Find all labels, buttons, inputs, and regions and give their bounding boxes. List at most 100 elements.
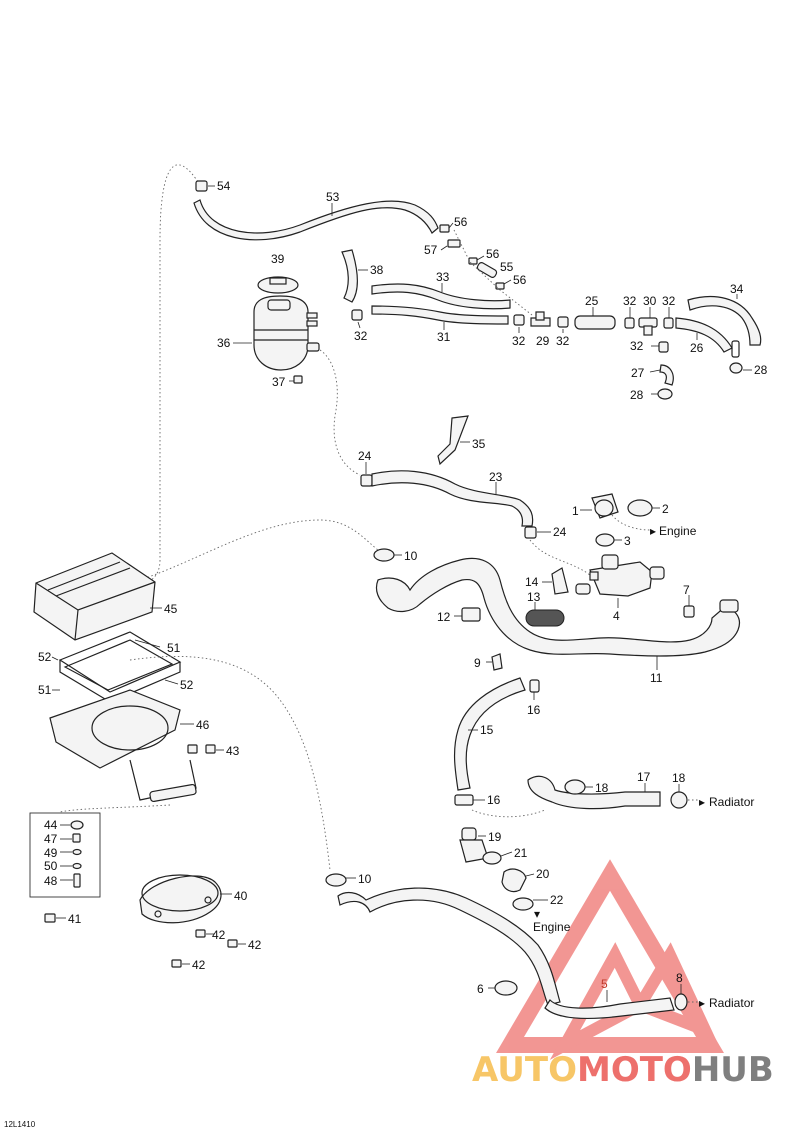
callout-26: 26 (690, 341, 704, 355)
part-41-nut (44, 913, 56, 923)
part-18-clamp-b (670, 791, 688, 809)
part-24-clamp-a (360, 474, 373, 487)
callout-55: 55 (500, 260, 514, 274)
callout-31: 31 (437, 330, 451, 344)
arrow-radiator-lower: ▸ (699, 996, 705, 1010)
callout-32b: 32 (512, 334, 526, 348)
part-16-clamp-b (454, 794, 474, 806)
part-30-tee (638, 317, 658, 336)
callout-46: 46 (196, 718, 210, 732)
part-32-clamp-e (663, 317, 674, 329)
callout-24a: 24 (358, 449, 372, 463)
part-42-nut-a (195, 929, 206, 938)
callout-48: 48 (44, 874, 58, 888)
callout-42c: 42 (192, 958, 206, 972)
callout-32d: 32 (623, 294, 637, 308)
part-20-adapter (501, 868, 527, 893)
callout-30: 30 (643, 294, 657, 308)
part-28-clamp-a (729, 362, 743, 374)
callout-45: 45 (164, 602, 178, 616)
destination-radiator-lower: Radiator (709, 996, 754, 1010)
part-53-hose (193, 199, 439, 241)
part-14-bracket (551, 567, 569, 595)
callout-42a: 42 (212, 928, 226, 942)
watermark-triangle-inner-left (549, 942, 648, 1060)
callout-4: 4 (613, 609, 620, 623)
callout-32f: 32 (630, 339, 644, 353)
part-37-screw (293, 375, 303, 384)
callout-49: 49 (44, 846, 58, 860)
connection-line-45-11 (139, 519, 379, 581)
callout-28b: 28 (630, 388, 644, 402)
part-21-clamp (482, 851, 502, 865)
part-25-hose (574, 315, 616, 330)
callout-41: 41 (68, 912, 82, 926)
part-32-clamp-f (658, 341, 669, 353)
part-29-tee (530, 311, 551, 327)
callout-53: 53 (326, 190, 340, 204)
part-6-clamp (494, 980, 518, 996)
callout-56b: 56 (486, 247, 500, 261)
watermark-triangle-outer (496, 859, 724, 1053)
callout-5: 5 (601, 977, 608, 991)
part-24-clamp-b (524, 526, 537, 539)
part-57-connector (447, 239, 461, 248)
callout-52a: 52 (38, 650, 52, 664)
part-12-clip (461, 607, 481, 622)
part-10-clamp-b (325, 873, 347, 887)
connection-line-54-45 (134, 164, 201, 586)
part-9-clip (491, 653, 503, 671)
callout-34: 34 (730, 282, 744, 296)
part-3-clamp (595, 533, 615, 547)
part-10-clamp-a (373, 548, 395, 562)
callout-36: 36 (217, 336, 231, 350)
callout-22: 22 (550, 893, 564, 907)
part-51-52-frame (58, 631, 182, 703)
callout-16a: 16 (527, 703, 541, 717)
callout-10b: 10 (358, 872, 372, 886)
watermark-hub: HUB (692, 1050, 774, 1090)
callout-29: 29 (536, 334, 550, 348)
part-13-sleeve (525, 609, 565, 627)
callout-32a: 32 (354, 329, 368, 343)
callout-25: 25 (585, 294, 599, 308)
callout-3: 3 (624, 534, 631, 548)
part-40-cover (139, 874, 222, 924)
part-22-clamp (512, 897, 534, 911)
part-43-nut (187, 744, 216, 754)
part-4-thermostat-housing (575, 554, 665, 597)
callout-43: 43 (226, 744, 240, 758)
callout-18b: 18 (672, 771, 686, 785)
callout-54: 54 (217, 179, 231, 193)
part-28-clamp-b (657, 388, 673, 400)
callout-38: 38 (370, 263, 384, 277)
arrow-radiator-upper: ▸ (699, 795, 705, 809)
callout-12: 12 (437, 610, 451, 624)
part-39-tank-cap (257, 276, 299, 294)
callout-8: 8 (676, 971, 683, 985)
callout-57: 57 (424, 243, 438, 257)
callout-11: 11 (650, 671, 663, 685)
callout-14: 14 (525, 575, 539, 589)
callout-19: 19 (488, 830, 502, 844)
callout-27: 27 (631, 366, 645, 380)
part-1-housing (591, 493, 619, 519)
part-32-clamp-a (351, 309, 363, 321)
callout-56a: 56 (454, 215, 468, 229)
part-56-clamp-c (495, 282, 505, 290)
part-34-hose (687, 296, 762, 358)
callout-9: 9 (474, 656, 481, 670)
part-36-coolant-tank (253, 295, 320, 371)
callout-35: 35 (472, 437, 486, 451)
destination-radiator-upper: Radiator (709, 795, 754, 809)
callout-39: 39 (271, 252, 285, 266)
callout-32c: 32 (556, 334, 570, 348)
part-2-clamp (627, 499, 653, 517)
part-31-hose (371, 305, 509, 325)
part-16-clamp-a (529, 679, 540, 693)
callout-20: 20 (536, 867, 550, 881)
callout-32e: 32 (662, 294, 676, 308)
callout-47: 47 (44, 832, 58, 846)
callout-17: 17 (637, 770, 651, 784)
